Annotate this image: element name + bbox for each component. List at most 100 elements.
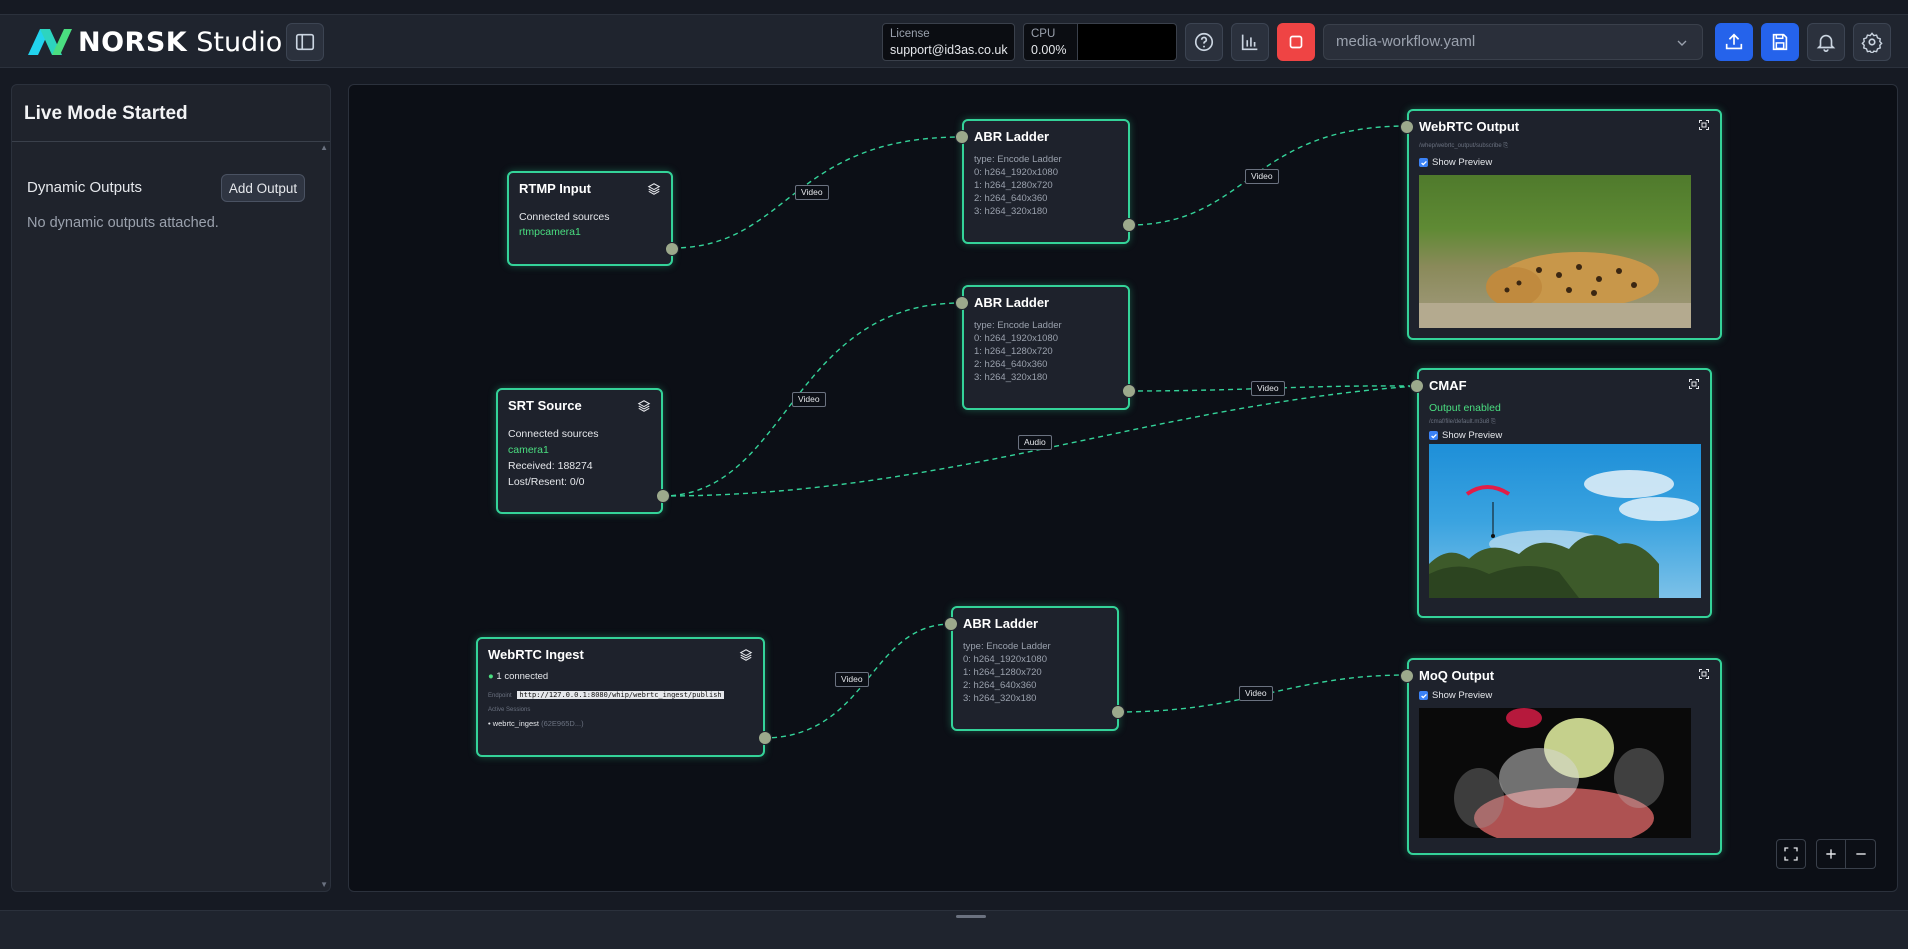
cmaf-preview-image <box>1429 444 1701 598</box>
fullscreen-icon[interactable] <box>1698 668 1710 680</box>
webrtc-ingest-node[interactable]: WebRTC Ingest ● 1 connected Endpoint htt… <box>476 637 772 757</box>
notifications-button[interactable] <box>1807 23 1845 61</box>
output-path[interactable]: /cmaf/file/default.m3u8 ⎘ <box>1429 419 1496 425</box>
output-handle[interactable] <box>1122 218 1136 232</box>
scroll-up-arrow[interactable]: ▲ <box>320 143 328 152</box>
gear-icon <box>1861 32 1883 53</box>
check-icon <box>1419 691 1428 700</box>
cpu-label: CPU <box>1031 28 1056 40</box>
help-icon <box>1194 32 1214 52</box>
input-handle[interactable] <box>944 617 958 631</box>
stop-button[interactable] <box>1277 23 1315 61</box>
cmaf-node[interactable]: CMAF Output enabled /cmaf/file/default.m… <box>1410 368 1712 618</box>
upload-icon <box>1725 33 1743 50</box>
connected-sources-label: Connected sources <box>519 211 610 223</box>
endpoint-row: Endpoint http://127.0.0.1:8080/whip/webr… <box>488 691 724 699</box>
upload-button[interactable] <box>1715 23 1753 61</box>
node-title: RTMP Input <box>519 181 591 196</box>
sidebar: Live Mode Started ▲ Dynamic Outputs Add … <box>11 84 331 892</box>
output-handle[interactable] <box>656 489 670 503</box>
workflow-select[interactable]: media-workflow.yaml <box>1323 24 1703 60</box>
input-handle[interactable] <box>955 130 969 144</box>
zoom-out-button[interactable] <box>1846 839 1876 869</box>
edge-label: Video <box>795 185 829 200</box>
abr-ladder-node[interactable]: ABR Ladder type: Encode Ladder 0: h264_1… <box>944 606 1125 731</box>
cpu-value: 0.00% <box>1031 43 1067 57</box>
session-name: • webrtc_ingest <box>488 719 539 728</box>
cpu-graph <box>1077 23 1177 61</box>
fullscreen-icon[interactable] <box>1688 378 1700 390</box>
endpoint-url[interactable]: http://127.0.0.1:8080/whip/webrtc_ingest… <box>517 691 724 699</box>
edge-label: Video <box>835 672 869 687</box>
ladder-rung: 0: h264_1920x1080 <box>963 654 1047 665</box>
no-outputs-text: No dynamic outputs attached. <box>27 215 219 231</box>
layers-icon[interactable] <box>739 648 753 662</box>
endpoint-label: Endpoint <box>488 693 512 699</box>
ladder-type: type: Encode Ladder <box>974 320 1062 331</box>
moq-output-node[interactable]: MoQ Output Show Preview <box>1400 658 1722 855</box>
zoom-controls <box>1816 839 1876 869</box>
fullscreen-icon[interactable] <box>1698 119 1710 131</box>
source-name: camera1 <box>508 444 549 456</box>
fit-view-button[interactable] <box>1776 839 1806 869</box>
input-handle[interactable] <box>955 296 969 310</box>
norsk-logo-icon <box>28 29 72 55</box>
output-handle[interactable] <box>758 731 772 745</box>
abr-ladder-node[interactable]: ABR Ladder type: Encode Ladder 0: h264_1… <box>955 285 1136 410</box>
node-title: MoQ Output <box>1419 668 1495 683</box>
stats-button[interactable] <box>1231 23 1269 61</box>
show-preview-checkbox[interactable]: Show Preview <box>1419 157 1492 168</box>
resize-handle[interactable] <box>956 915 986 918</box>
ladder-rung: 0: h264_1920x1080 <box>974 167 1058 178</box>
layers-icon[interactable] <box>637 399 651 413</box>
abr-ladder-node[interactable]: ABR Ladder type: Encode Ladder 0: h264_1… <box>955 119 1136 244</box>
output-status: Output enabled <box>1429 402 1501 414</box>
ladder-type: type: Encode Ladder <box>974 154 1062 165</box>
ladder-rung: 3: h264_320x180 <box>974 206 1048 217</box>
toggle-sidebar-button[interactable] <box>286 23 324 61</box>
edge-label: Video <box>1251 381 1285 396</box>
fit-view-icon <box>1784 847 1798 861</box>
input-handle[interactable] <box>1400 669 1414 683</box>
node-title: CMAF <box>1429 378 1467 393</box>
ladder-rung: 3: h264_320x180 <box>974 372 1048 383</box>
plus-icon <box>1826 849 1836 859</box>
settings-button[interactable] <box>1853 23 1891 61</box>
rtmp-input-node[interactable]: RTMP Input Connected sources rtmpcamera1 <box>507 171 679 266</box>
connected-text: 1 connected <box>496 671 549 682</box>
output-path[interactable]: /whep/webrtc_output/subscribe ⎘ <box>1419 143 1509 149</box>
output-handle[interactable] <box>1122 384 1136 398</box>
srt-source-node[interactable]: SRT Source Connected sources camera1 Rec… <box>496 388 670 514</box>
output-handle[interactable] <box>1111 705 1125 719</box>
add-output-button[interactable]: Add Output <box>221 174 305 202</box>
show-preview-label: Show Preview <box>1432 690 1493 701</box>
bar-chart-icon <box>1241 34 1258 51</box>
workflow-canvas[interactable]: Video Video Video Video Audio Video Vide… <box>348 84 1898 892</box>
ladder-rung: 1: h264_1280x720 <box>963 667 1042 678</box>
show-preview-label: Show Preview <box>1432 157 1493 168</box>
input-handle[interactable] <box>1410 379 1424 393</box>
help-button[interactable] <box>1185 23 1223 61</box>
sidebar-icon <box>295 33 315 51</box>
output-handle[interactable] <box>665 242 679 256</box>
edge-label: Audio <box>1018 435 1052 450</box>
check-icon <box>1419 158 1428 167</box>
connected-count: ● 1 connected <box>488 671 549 682</box>
show-preview-checkbox[interactable]: Show Preview <box>1429 430 1502 441</box>
zoom-in-button[interactable] <box>1816 839 1846 869</box>
show-preview-checkbox[interactable]: Show Preview <box>1419 690 1492 701</box>
save-button[interactable] <box>1761 23 1799 61</box>
session-row: • webrtc_ingest (62E965D...) <box>488 719 584 728</box>
input-handle[interactable] <box>1400 120 1414 134</box>
node-title: ABR Ladder <box>963 616 1039 631</box>
check-icon <box>1429 431 1438 440</box>
source-name: rtmpcamera1 <box>519 226 581 238</box>
ladder-rung: 1: h264_1280x720 <box>974 180 1053 191</box>
scroll-down-arrow[interactable]: ▼ <box>320 880 328 889</box>
edge-webrtc-abr3 <box>762 623 952 739</box>
layers-icon[interactable] <box>647 182 661 196</box>
license-value: support@id3as.co.uk <box>890 43 1008 57</box>
webrtc-output-node[interactable]: WebRTC Output /whep/webrtc_output/subscr… <box>1400 109 1722 340</box>
edge-label: Video <box>1239 686 1273 701</box>
stop-icon <box>1289 35 1303 49</box>
